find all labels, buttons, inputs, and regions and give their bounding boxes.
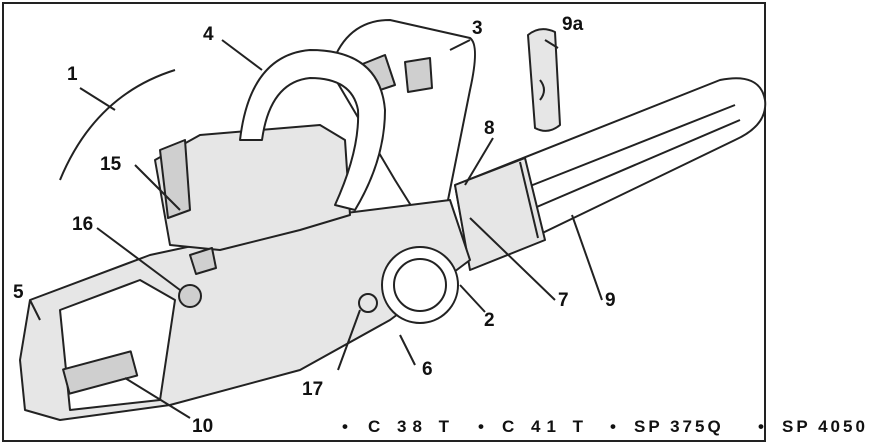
callout-4: 4 — [203, 24, 214, 45]
model-c38t: C 38 T — [368, 417, 455, 436]
model-list: • C 38 T • C 41 T • SP 375Q • SP 4050 — [342, 417, 868, 436]
diagram-frame — [2, 2, 766, 442]
callout-2: 2 — [484, 310, 495, 331]
callout-6: 6 — [422, 359, 433, 380]
callout-7: 7 — [558, 290, 569, 311]
bullet-4: • — [758, 417, 764, 436]
sprocket-cover — [358, 246, 459, 324]
callout-16: 16 — [72, 214, 93, 235]
engine-body — [19, 124, 471, 421]
callout-9a: 9a — [562, 14, 584, 35]
bullet-3: • — [610, 417, 616, 436]
callout-15: 15 — [100, 154, 122, 175]
callout-17: 17 — [302, 379, 323, 400]
callout-3: 3 — [472, 18, 483, 39]
model-sp375q: SP 375Q — [634, 417, 724, 436]
bullet-1: • — [342, 417, 348, 436]
callout-1: 1 — [67, 64, 78, 85]
model-sp4050: SP 4050 — [782, 417, 868, 436]
choke-lever — [189, 247, 217, 275]
chain-guard — [454, 157, 546, 271]
callout-10: 10 — [192, 416, 213, 437]
callout-8: 8 — [484, 118, 495, 139]
bullet-2: • — [478, 417, 484, 436]
callout-9: 9 — [605, 290, 616, 311]
model-c41t: C 41 T — [502, 417, 589, 436]
kickback-arc — [59, 69, 176, 181]
bar-cover-piece — [527, 28, 561, 132]
rear-switch — [178, 284, 202, 308]
callout-5: 5 — [13, 282, 24, 303]
front-handle — [239, 49, 386, 211]
